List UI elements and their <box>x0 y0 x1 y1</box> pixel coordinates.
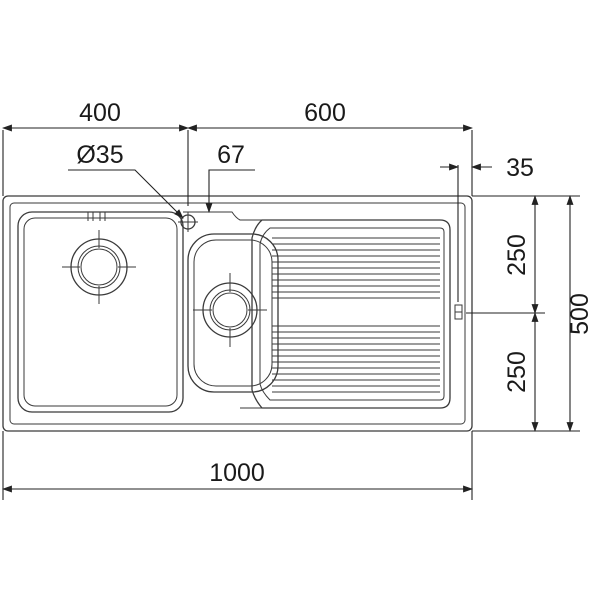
small-bowl <box>187 233 279 393</box>
drainer <box>251 219 451 409</box>
dim-label-35: 35 <box>506 154 534 182</box>
leader-tap-hole <box>68 169 184 219</box>
dim-label-600: 600 <box>304 99 346 127</box>
sink-outline <box>2 195 473 432</box>
overflow-slot <box>87 212 106 221</box>
dim-label-1000: 1000 <box>209 459 265 487</box>
dim-label-250-upper: 250 <box>503 234 531 276</box>
dim-label-500: 500 <box>566 293 594 335</box>
dim-label-250-lower: 250 <box>503 351 531 393</box>
large-bowl <box>17 211 184 413</box>
leader-67 <box>205 169 255 213</box>
dim-label-67: 67 <box>217 141 245 169</box>
tap-hole <box>178 212 198 232</box>
dim-label-400: 400 <box>79 99 121 127</box>
large-bowl-drain <box>62 230 136 304</box>
bowl-connector-top <box>183 211 262 221</box>
dim-label-tap-hole-diameter: Ø35 <box>76 141 123 169</box>
drainer-ribs <box>272 237 440 393</box>
small-bowl-drain <box>193 273 267 347</box>
